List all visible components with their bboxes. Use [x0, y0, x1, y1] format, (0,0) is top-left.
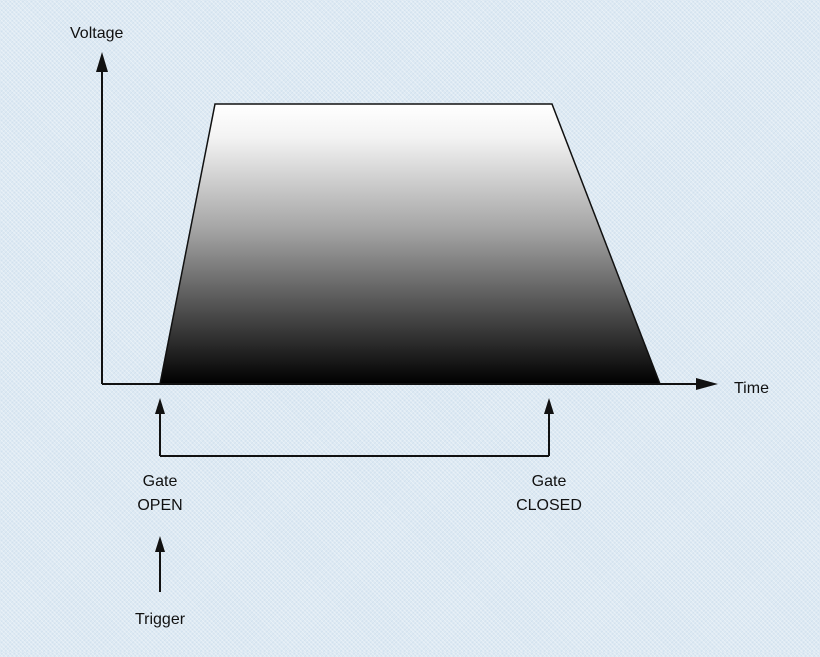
gate-open-label-line1: Gate — [143, 473, 178, 490]
y-axis-label: Voltage — [70, 25, 123, 42]
y-axis-arrowhead — [96, 52, 108, 72]
gate-closed-label-line2: CLOSED — [516, 497, 582, 514]
gate-closed-arrowhead — [544, 398, 554, 414]
x-axis-arrowhead — [696, 378, 718, 390]
trigger-label: Trigger — [135, 611, 186, 628]
gate-closed-label-line1: Gate — [532, 473, 567, 490]
gate-open-label-line2: OPEN — [137, 497, 182, 514]
x-axis-label: Time — [734, 380, 769, 397]
gate-open-arrowhead — [155, 398, 165, 414]
envelope-shape — [159, 103, 662, 385]
trigger-arrowhead — [155, 536, 165, 552]
